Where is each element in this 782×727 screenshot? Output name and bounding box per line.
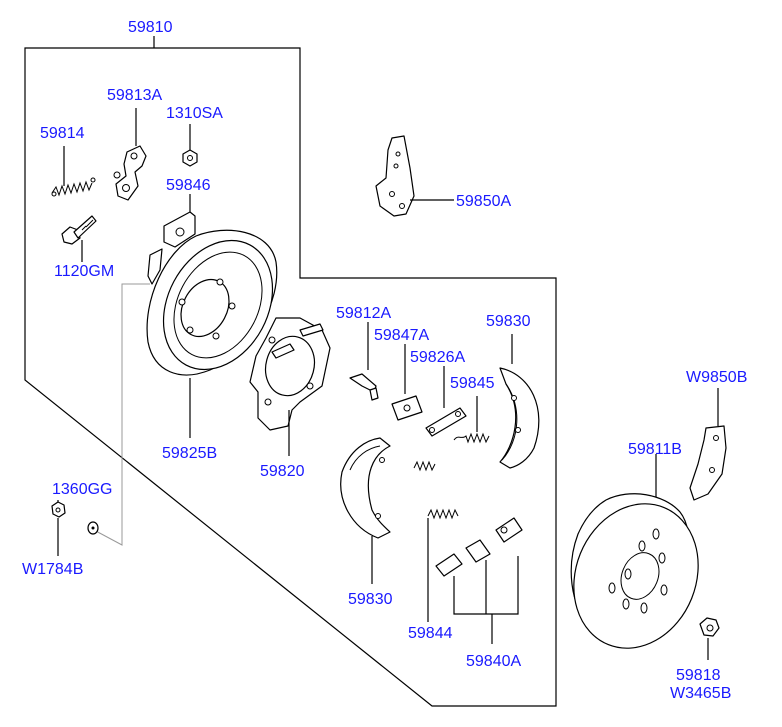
plate-59847A[interactable] bbox=[391, 344, 423, 421]
pin-59812A[interactable] bbox=[349, 322, 379, 401]
label-59826A[interactable]: 59826A bbox=[410, 349, 465, 366]
dashed-leader-1360GG bbox=[93, 283, 150, 546]
backing-plate-59820[interactable] bbox=[249, 317, 331, 456]
label-59811B[interactable]: 59811B bbox=[628, 441, 682, 458]
washer-1360GG[interactable] bbox=[87, 521, 99, 535]
assembly-outline bbox=[24, 47, 557, 707]
bracket-59846[interactable] bbox=[147, 194, 196, 285]
brake-shoe-59830-bottom[interactable] bbox=[340, 437, 391, 584]
brake-drum-59811B[interactable] bbox=[553, 454, 720, 667]
bracket-59850A[interactable] bbox=[375, 135, 454, 217]
nut-W1784B[interactable] bbox=[51, 500, 66, 556]
label-59830-bottom[interactable]: 59830 bbox=[348, 591, 393, 608]
label-59812A[interactable]: 59812A bbox=[336, 305, 391, 322]
adjuster-59840A[interactable] bbox=[435, 517, 523, 644]
label-59840A[interactable]: 59840A bbox=[466, 653, 521, 670]
label-59847A[interactable]: 59847A bbox=[374, 327, 429, 344]
label-W9850B[interactable]: W9850B bbox=[686, 369, 747, 386]
label-59850A[interactable]: 59850A bbox=[456, 193, 511, 210]
label-59830-top[interactable]: 59830 bbox=[486, 313, 531, 330]
nut-1310SA[interactable] bbox=[182, 124, 198, 167]
label-59825B[interactable]: 59825B bbox=[162, 445, 217, 462]
label-59844[interactable]: 59844 bbox=[408, 625, 453, 642]
label-59810[interactable]: 59810 bbox=[128, 19, 173, 36]
lever-59813A[interactable] bbox=[113, 108, 147, 201]
label-59846[interactable]: 59846 bbox=[166, 177, 211, 194]
spring-59814[interactable] bbox=[51, 146, 96, 197]
label-1120GM[interactable]: 1120GM bbox=[54, 263, 114, 280]
label-W3465B[interactable]: W3465B bbox=[670, 685, 731, 702]
drum-back-plate-59825B[interactable] bbox=[142, 221, 294, 438]
spring-59844[interactable] bbox=[427, 508, 459, 622]
brake-shoe-59830-top[interactable] bbox=[499, 334, 540, 469]
bracket-W9850B[interactable] bbox=[689, 388, 727, 501]
nut-59818[interactable] bbox=[699, 617, 720, 660]
label-1310SA[interactable]: 1310SA bbox=[166, 105, 223, 122]
label-59845[interactable]: 59845 bbox=[450, 375, 495, 392]
label-59813A[interactable]: 59813A bbox=[107, 87, 162, 104]
label-59814[interactable]: 59814 bbox=[40, 125, 85, 142]
label-59818[interactable]: 59818 bbox=[676, 667, 721, 684]
label-1360GG[interactable]: 1360GG bbox=[52, 481, 112, 498]
label-59820[interactable]: 59820 bbox=[260, 463, 305, 480]
bolt-1120GM[interactable] bbox=[61, 215, 97, 262]
label-W1784B[interactable]: W1784B bbox=[22, 561, 83, 578]
spring-59845[interactable] bbox=[413, 396, 490, 472]
link-59826A[interactable] bbox=[425, 366, 467, 437]
